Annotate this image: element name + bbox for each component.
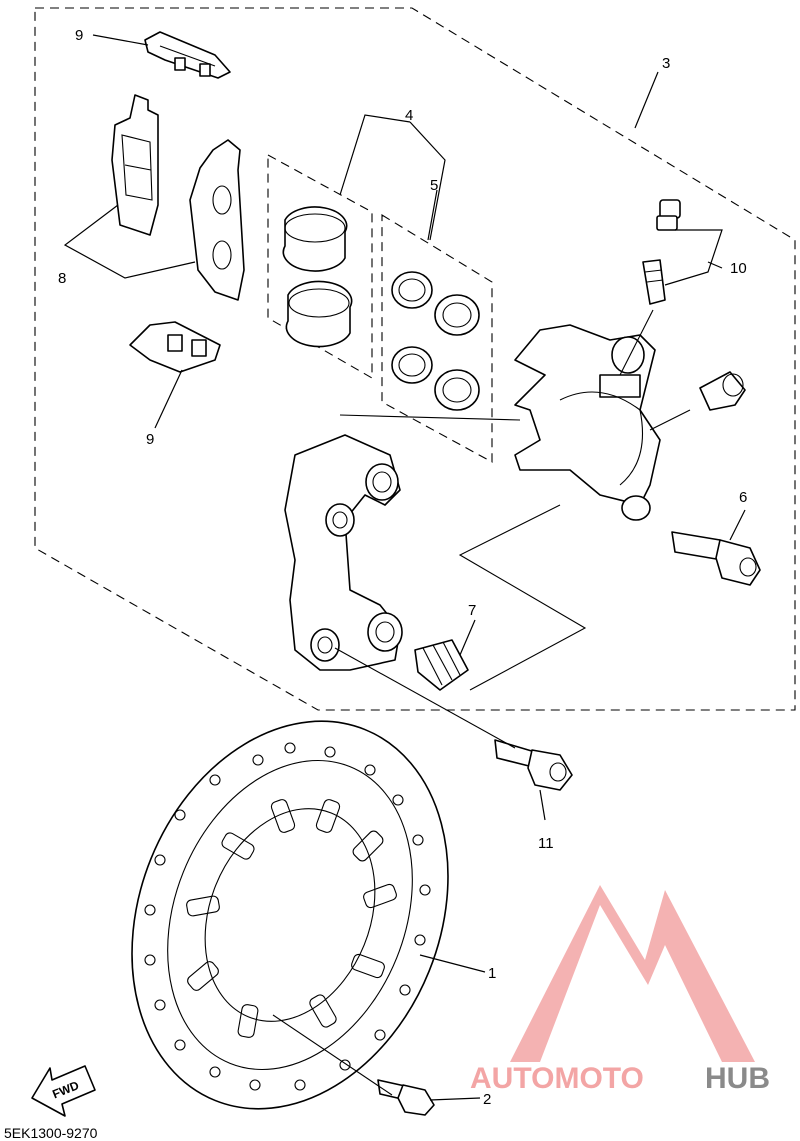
watermark-text-red: AUTOMOTO bbox=[470, 1062, 644, 1095]
callout-3: 3 bbox=[662, 55, 670, 72]
piston-kit-boundary bbox=[267, 154, 373, 379]
piston-upper bbox=[282, 206, 348, 272]
callout-7: 7 bbox=[468, 602, 476, 619]
caliper-body bbox=[514, 324, 661, 521]
callout-9-top: 9 bbox=[75, 27, 83, 44]
piston-lower bbox=[285, 280, 353, 348]
callout-11: 11 bbox=[538, 835, 554, 852]
slide-pin-bolt bbox=[671, 531, 761, 586]
callout-6: 6 bbox=[739, 489, 747, 506]
rubber-boot bbox=[414, 639, 469, 691]
bleed-screw bbox=[642, 199, 681, 305]
callout-4: 4 bbox=[405, 107, 413, 124]
brake-pad-left bbox=[111, 94, 159, 236]
pad-support-upper bbox=[144, 31, 231, 79]
brake-pad-right bbox=[189, 139, 245, 301]
brake-disc bbox=[131, 720, 449, 1110]
diagram-code: 5EK1300-9270 bbox=[4, 1125, 98, 1141]
watermark-text-gray: HUB bbox=[705, 1062, 770, 1095]
seal-kit-boundary bbox=[381, 214, 493, 463]
watermark-triangle-icon bbox=[510, 885, 755, 1062]
callout-10: 10 bbox=[730, 260, 747, 277]
caliper-mounting-bolt bbox=[494, 739, 573, 791]
callout-8: 8 bbox=[58, 270, 66, 287]
caliper-bracket bbox=[284, 434, 403, 671]
caliper-assembly-boundary bbox=[34, 7, 796, 711]
callout-1: 1 bbox=[488, 965, 496, 982]
disc-slots bbox=[186, 799, 397, 1038]
callout-5: 5 bbox=[430, 177, 438, 194]
callout-9-bottom: 9 bbox=[146, 431, 154, 448]
disc-bolt bbox=[377, 1079, 435, 1116]
pad-support-lower bbox=[129, 321, 221, 373]
rubber-boot-small bbox=[699, 371, 746, 411]
disc-holes bbox=[144, 742, 431, 1091]
seal-rings bbox=[391, 271, 480, 411]
forward-direction-arrow: FWD bbox=[31, 1065, 96, 1117]
leader-lines bbox=[63, 34, 746, 1101]
callout-2: 2 bbox=[483, 1091, 491, 1108]
automotohub-watermark-logo bbox=[510, 885, 755, 1062]
